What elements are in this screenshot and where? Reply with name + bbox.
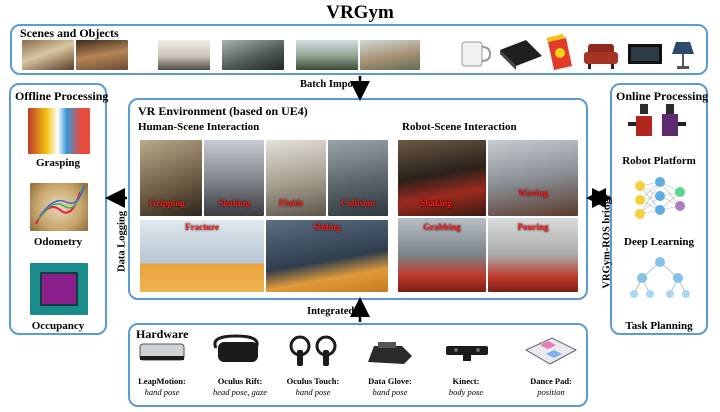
hardware-data-glove: Data Glove:hand pose — [368, 376, 412, 397]
online-label-robot-platform: Robot Platform — [622, 155, 696, 167]
human-sliding-image: Sliding — [266, 220, 388, 292]
lamp-icon — [672, 42, 694, 69]
human-label-shaking: Shaking — [218, 198, 250, 208]
oculus-touch-icon — [289, 335, 337, 366]
leapmotion-icon — [139, 343, 185, 361]
scene-image — [296, 40, 358, 70]
human-shaking-image: Shaking — [204, 140, 264, 216]
vr-environment-title: VR Environment (based on UE4) — [138, 104, 308, 118]
robot-shaking-image: Shaking — [398, 140, 486, 216]
scene-image — [22, 40, 74, 70]
human-label-fracture: Fracture — [185, 222, 219, 232]
scene-image — [222, 40, 284, 70]
online-label-task-planning: Task Planning — [625, 320, 693, 332]
human-label-sliding: Sliding — [313, 222, 341, 232]
offline-label-occupancy: Occupancy — [31, 320, 85, 332]
human-label-fluids: Fluids — [278, 198, 303, 208]
data-logging-label: Data Logging — [116, 211, 128, 272]
robot-scene-title: Robot-Scene Interaction — [402, 121, 517, 133]
oculus-rift-icon — [213, 334, 259, 362]
grasping-image — [28, 108, 90, 154]
tv-icon — [628, 44, 662, 64]
scene-image — [360, 40, 420, 70]
offline-processing-title: Offline Processing — [15, 89, 109, 103]
human-label-gripping: Gripping — [149, 198, 185, 208]
hardware-leapmotion: LeapMotion:hand pose — [138, 376, 186, 397]
scene-image — [76, 40, 128, 70]
robot-label-shaking: Shaking — [420, 198, 452, 208]
robot-label-waving: Waving — [518, 188, 548, 198]
human-fluids-image: Fluids — [266, 140, 326, 216]
book-icon — [500, 40, 542, 70]
deep-learning-icon — [635, 177, 685, 219]
human-fracture-image: Fracture — [140, 220, 264, 292]
offline-label-grasping: Grasping — [35, 157, 80, 169]
kinect-icon — [446, 346, 488, 361]
human-collision-image: Collision — [328, 140, 388, 216]
ros-bridge-label: VRGym-ROS bridge — [601, 194, 613, 289]
dance-pad-icon — [524, 337, 578, 365]
data-glove-icon — [368, 342, 412, 364]
robot-grabbing-image: Grabbing — [398, 218, 486, 292]
robot-pouring-image: Pouring — [488, 218, 578, 292]
online-processing-panel — [610, 83, 708, 335]
batch-import-label: Batch Import — [300, 79, 361, 90]
scene-image — [158, 40, 210, 70]
offline-label-odometry: Odometry — [33, 236, 83, 248]
online-processing-title: Online Processing — [616, 89, 709, 103]
online-label-deep-learning: Deep Learning — [624, 236, 694, 248]
odometry-image — [30, 183, 88, 231]
armchair-icon — [584, 44, 618, 69]
hardware-panel — [128, 323, 588, 407]
robot-waving-image: Waving — [488, 140, 578, 216]
human-label-collision: Collision — [340, 198, 375, 208]
main-title: VRGym — [326, 2, 394, 23]
task-planning-icon — [630, 257, 690, 298]
robot-platform-icon — [628, 104, 686, 136]
robot-label-pouring: Pouring — [517, 222, 549, 232]
robot-label-grabbing: Grabbing — [423, 222, 461, 232]
occupancy-grid — [40, 272, 78, 306]
hardware-dance-pad: Dance Pad:position — [530, 376, 572, 397]
integrated-label: Integrated — [307, 306, 355, 317]
human-scene-title: Human-Scene Interaction — [138, 121, 260, 133]
hardware-title: Hardware — [136, 327, 189, 341]
cereal-box-icon — [546, 34, 572, 70]
hardware-kinect: Kinect:body pose — [448, 376, 484, 397]
mug-icon — [461, 41, 492, 67]
hardware-oculus-rift: Oculus Rift:head pose, gaze — [212, 376, 268, 397]
human-gripping-image: Gripping — [140, 140, 202, 216]
scenes-objects-title: Scenes and Objects — [20, 26, 119, 40]
hardware-oculus-touch: Oculus Touch:hand pose — [286, 376, 340, 397]
